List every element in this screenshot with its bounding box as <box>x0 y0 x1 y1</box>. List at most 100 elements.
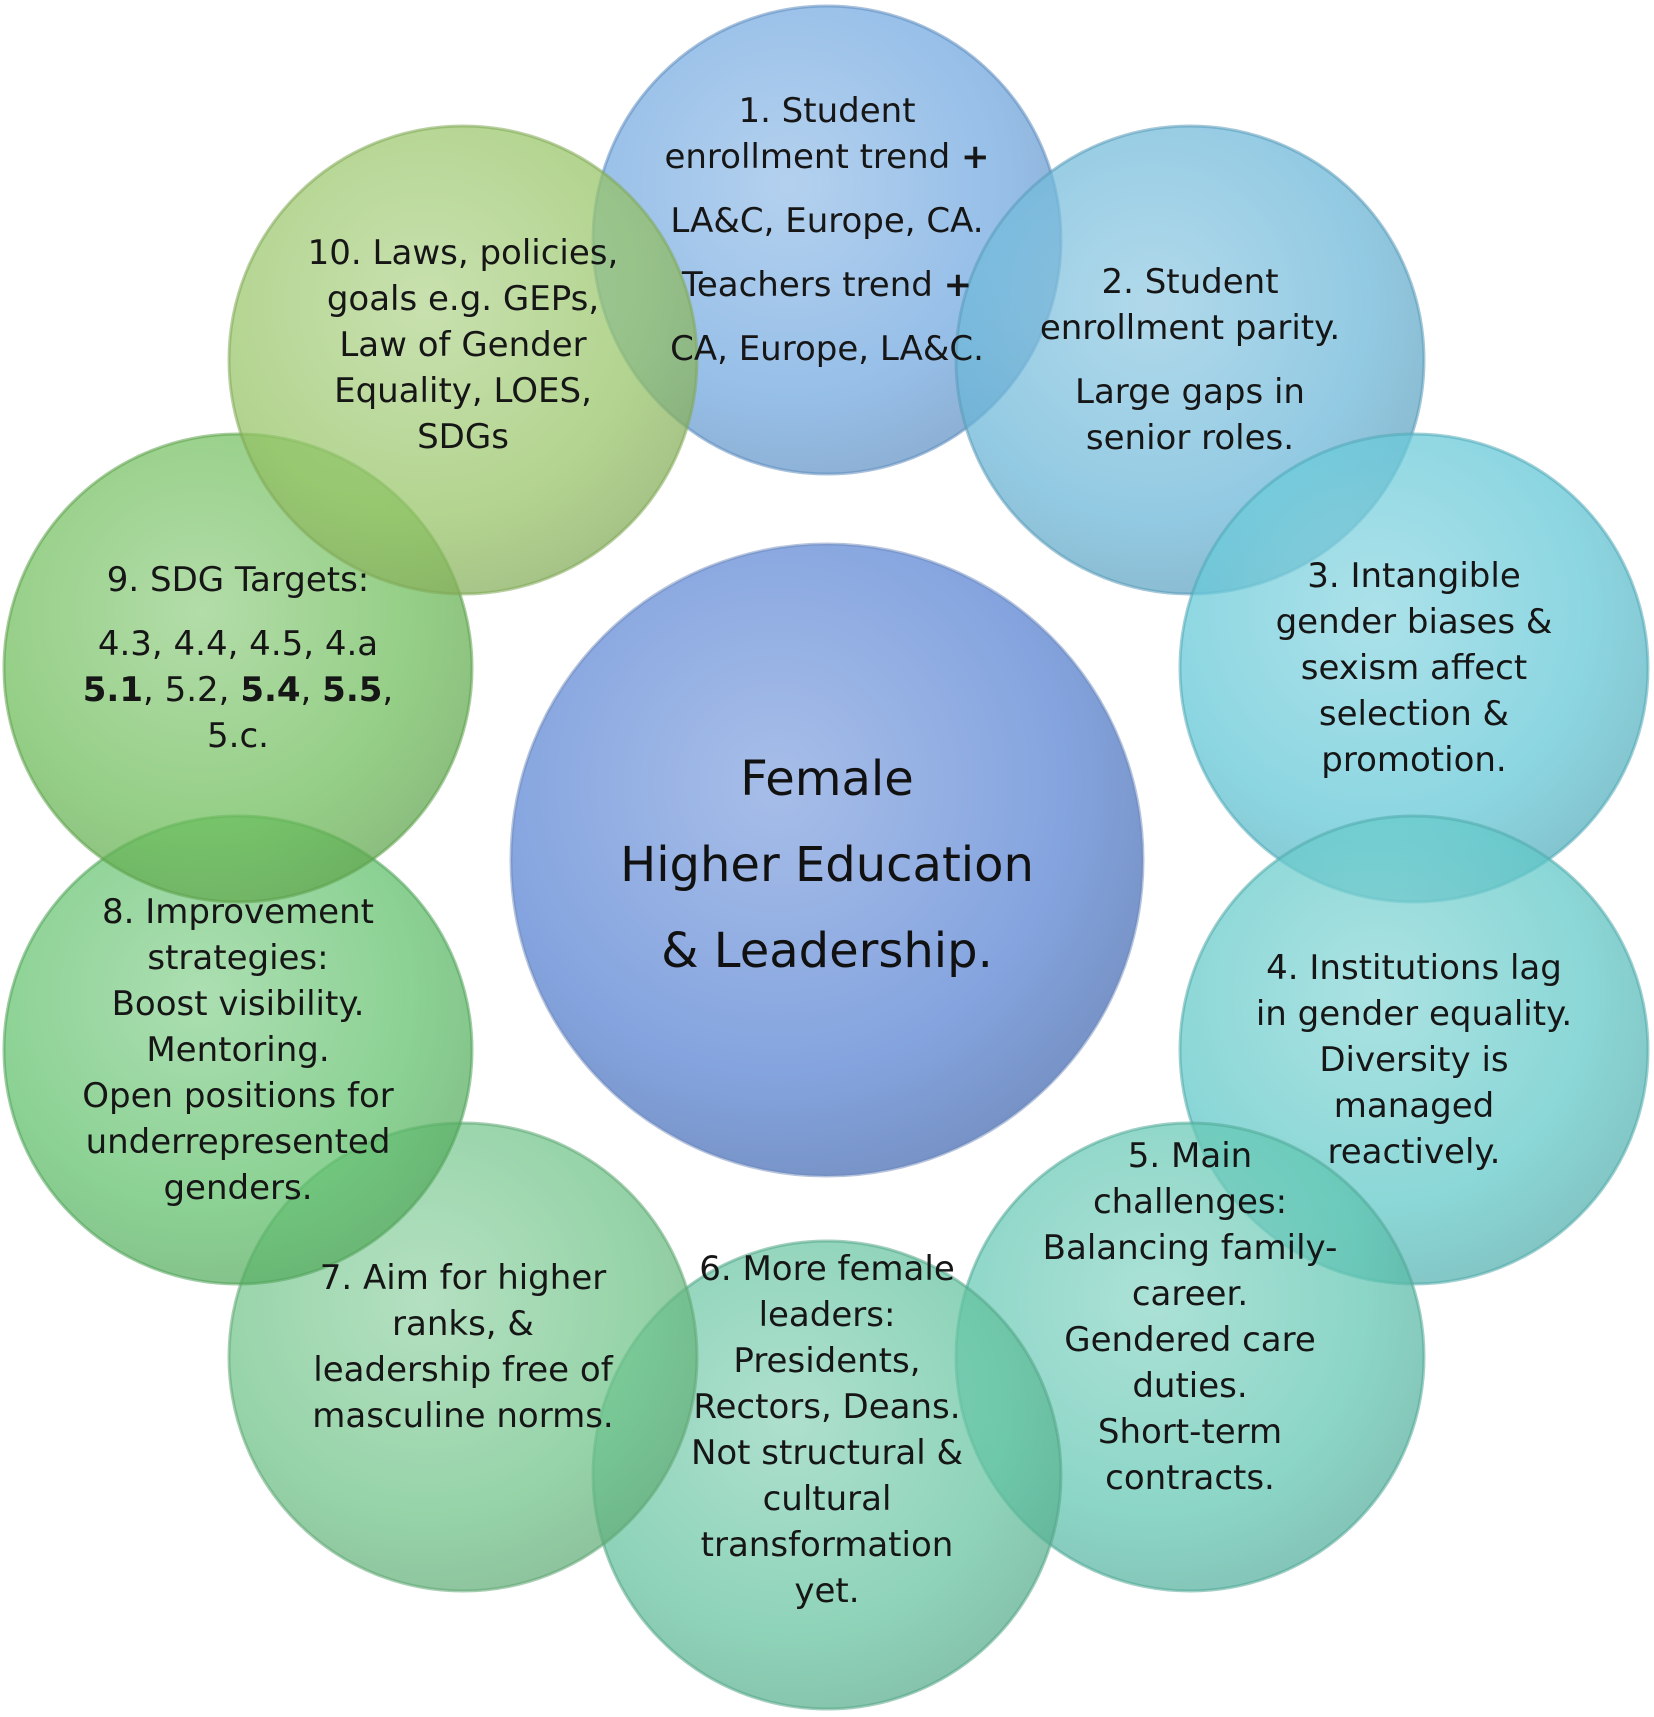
text-segment: Gendered care <box>1064 1320 1316 1360</box>
text-segment: 3. Intangible <box>1307 556 1521 596</box>
node-5-line: contracts. <box>1043 1455 1338 1501</box>
node-1-line: LA&C, Europe, CA. <box>670 198 983 244</box>
text-segment: Mentoring. <box>146 1030 330 1070</box>
text-segment: 9. SDG Targets: <box>106 560 370 600</box>
bold-text: 5.1 <box>82 670 143 710</box>
node-6-line: leaders: <box>691 1292 963 1338</box>
text-segment: managed <box>1333 1086 1495 1126</box>
text-segment: 4.3, 4.4, 4.5, 4.a <box>97 624 379 664</box>
text-segment: , <box>382 670 394 710</box>
node-8-line: genders. <box>82 1165 394 1211</box>
node-6-line: Not structural & <box>691 1430 963 1476</box>
node-1-line: 1. Student <box>664 88 989 134</box>
text-segment: , 5.2, <box>143 670 241 710</box>
text-segment: challenges: <box>1092 1182 1288 1222</box>
text-segment: , <box>300 670 323 710</box>
text-segment: contracts. <box>1105 1458 1275 1498</box>
node-5-line: Balancing family- <box>1043 1225 1338 1271</box>
node-10-line: Law of Gender <box>308 322 619 368</box>
node-9-line: 5.c. <box>83 713 393 759</box>
circle-center <box>509 542 1145 1178</box>
node-4-line: 4. Institutions lag <box>1256 945 1572 991</box>
text-segment: promotion. <box>1321 740 1507 780</box>
text-segment: 5.c. <box>207 716 269 756</box>
text-segment: Boost visibility. <box>111 984 365 1024</box>
node-1-paragraph: Teachers trend + <box>682 262 972 308</box>
text-segment: LA&C, Europe, CA. <box>670 201 984 241</box>
node-label-7: 7. Aim for higher ranks, &leadership free… <box>273 1137 653 1557</box>
node-3-line: sexism affect <box>1276 645 1553 691</box>
node-8-line: underrepresented <box>82 1119 394 1165</box>
node-8-line: strategies: <box>82 935 394 981</box>
bold-text: + <box>961 137 990 177</box>
text-segment: cultural <box>762 1479 892 1519</box>
text-segment: Equality, LOES, <box>334 371 592 411</box>
node-7-line: ranks, & <box>312 1301 613 1347</box>
node-9-line: 5.1, 5.2, 5.4, 5.5, <box>83 667 393 713</box>
node-10-line: goals e.g. GEPs, <box>308 276 619 322</box>
text-segment: 7. Aim for higher <box>319 1258 607 1298</box>
node-5-line: Short-term <box>1043 1409 1338 1455</box>
text-segment: Law of Gender <box>339 325 587 365</box>
text-segment: Short-term <box>1097 1412 1283 1452</box>
text-segment: yet. <box>794 1571 860 1611</box>
node-6-line: 6. More female <box>691 1246 963 1292</box>
node-1-paragraph: CA, Europe, LA&C. <box>670 326 984 372</box>
text-segment: SDGs <box>417 417 509 457</box>
text-segment: reactively. <box>1327 1132 1501 1172</box>
node-4-line: Diversity is <box>1256 1037 1572 1083</box>
text-segment: transformation <box>700 1525 954 1565</box>
node-9-paragraph: 9. SDG Targets: <box>107 557 370 603</box>
text-segment: 6. More female <box>699 1249 955 1289</box>
node-1-paragraph: LA&C, Europe, CA. <box>670 198 983 244</box>
node-1-line: enrollment trend + <box>664 134 989 180</box>
bold-text: 5.4 <box>240 670 301 710</box>
node-6-line: Presidents, <box>691 1338 963 1384</box>
node-1-line: Teachers trend + <box>682 262 972 308</box>
node-6-line: transformation <box>691 1522 963 1568</box>
text-segment: Large gaps in <box>1075 372 1305 412</box>
text-segment: selection & <box>1318 694 1510 734</box>
text-segment: Teachers trend <box>681 265 944 305</box>
node-5-paragraph: 5. Main challenges: Balancing family-caree… <box>1043 1133 1338 1501</box>
node-8-line: 8. Improvement <box>82 889 394 935</box>
node-3-line: 3. Intangible <box>1276 553 1553 599</box>
node-7-line: 7. Aim for higher <box>312 1255 613 1301</box>
node-2-line: senior roles. <box>1075 415 1305 461</box>
node-2-line: 2. Student <box>1040 259 1340 305</box>
text-segment: sexism affect <box>1300 648 1528 688</box>
text-segment: career. <box>1131 1274 1249 1314</box>
text-segment: CA, Europe, LA&C. <box>670 329 984 369</box>
text-segment: masculine norms. <box>312 1396 614 1436</box>
text-segment: Balancing family- <box>1042 1228 1338 1268</box>
node-7-line: masculine norms. <box>312 1393 613 1439</box>
text-segment: ranks, & <box>392 1304 534 1344</box>
bold-text: + <box>943 265 973 305</box>
text-segment: Presidents, <box>733 1341 921 1381</box>
node-10-paragraph: 10. Laws, policies,goals e.g. GEPs,Law o… <box>308 230 619 460</box>
text-segment: 5. Main <box>1127 1136 1253 1176</box>
node-8-line: Open positions for <box>82 1073 394 1119</box>
node-5-line: challenges: <box>1043 1179 1338 1225</box>
node-4-line: managed <box>1256 1083 1572 1129</box>
node-10-line: Equality, LOES, <box>308 368 619 414</box>
node-3-line: selection & <box>1276 691 1553 737</box>
node-2-line: Large gaps in <box>1075 369 1305 415</box>
node-7-line: leadership free of <box>312 1347 613 1393</box>
node-1-line: CA, Europe, LA&C. <box>670 326 984 372</box>
node-5-line: Gendered care <box>1043 1317 1338 1363</box>
text-segment: 2. Student <box>1101 262 1279 302</box>
text-segment: 4. Institutions lag <box>1266 948 1562 988</box>
